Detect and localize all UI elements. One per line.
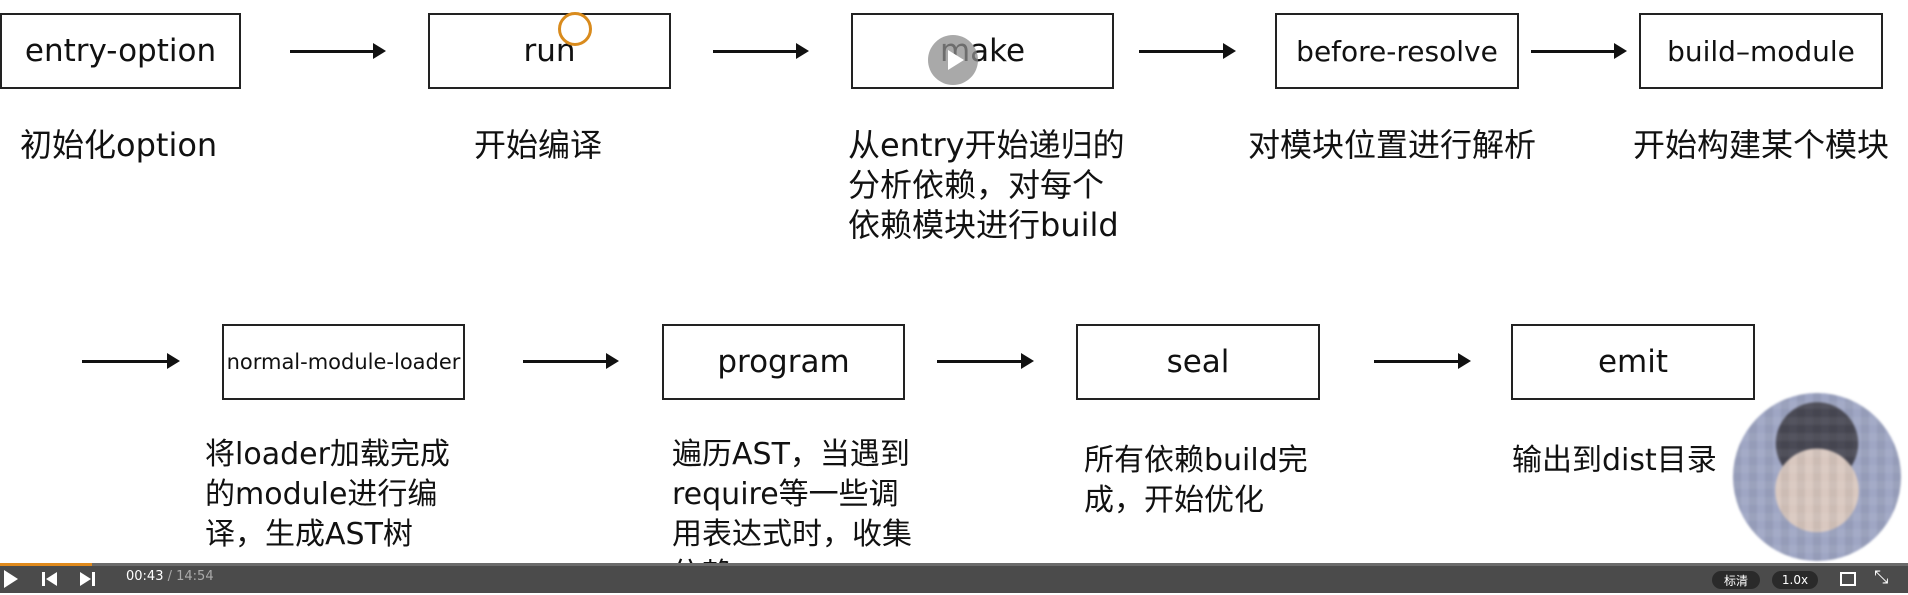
flow-arrow bbox=[523, 353, 619, 369]
flow-arrow bbox=[713, 43, 809, 59]
flow-box-normal-module-loader: normal-module-loader bbox=[222, 324, 465, 400]
speed-button[interactable]: 1.0x bbox=[1772, 571, 1818, 589]
play-icon[interactable] bbox=[4, 570, 18, 588]
cursor-highlight-ring bbox=[558, 12, 592, 46]
flow-arrow bbox=[937, 353, 1034, 369]
flow-box-seal: seal bbox=[1076, 324, 1320, 400]
flow-box-emit: emit bbox=[1511, 324, 1755, 400]
next-icon[interactable] bbox=[80, 570, 98, 588]
desc-program: 遍历AST，当遇到 require等一些调 用表达式时，收集 依赖 bbox=[672, 437, 912, 592]
flow-box-entry-option: entry-option bbox=[0, 13, 241, 89]
time-separator: / bbox=[163, 569, 177, 584]
flow-arrow bbox=[290, 43, 386, 59]
pip-icon[interactable] bbox=[1840, 572, 1856, 586]
desc-normal-module-loader: 将loader加载完成 的module进行编 译，生成AST树 bbox=[205, 437, 450, 552]
progress-bar[interactable] bbox=[0, 563, 1908, 566]
fullscreen-icon[interactable] bbox=[1874, 567, 1890, 588]
flow-arrow bbox=[82, 353, 180, 369]
flow-box-program: program bbox=[662, 324, 905, 400]
flow-arrow bbox=[1531, 43, 1627, 59]
desc-emit: 输出到dist目录 bbox=[1512, 443, 1717, 478]
quality-button[interactable]: 标清 bbox=[1712, 571, 1760, 589]
current-time: 00:43 bbox=[126, 569, 164, 584]
duration: 14:54 bbox=[176, 569, 214, 584]
flow-box-before-resolve: before-resolve bbox=[1275, 13, 1519, 89]
flow-arrow bbox=[1139, 43, 1236, 59]
desc-run: 开始编译 bbox=[474, 126, 603, 164]
prev-icon[interactable] bbox=[42, 570, 60, 588]
desc-entry-option: 初始化option bbox=[20, 126, 218, 164]
flow-box-make: make bbox=[851, 13, 1114, 89]
flow-arrow bbox=[1374, 353, 1471, 369]
play-overlay-icon[interactable] bbox=[928, 35, 978, 85]
flow-box-build-module: build–module bbox=[1639, 13, 1883, 89]
desc-build-module: 开始构建某个模块 bbox=[1633, 126, 1890, 164]
desc-seal: 所有依赖build完 成，开始优化 bbox=[1084, 443, 1308, 518]
video-control-bar bbox=[0, 563, 1908, 593]
desc-before-resolve: 对模块位置进行解析 bbox=[1248, 126, 1537, 164]
webcam-overlay bbox=[1733, 393, 1901, 561]
flow-box-run: run bbox=[428, 13, 671, 89]
time-display: 00:43 / 14:54 bbox=[126, 569, 214, 584]
desc-make: 从entry开始递归的 分析依赖，对每个 依赖模块进行build bbox=[848, 126, 1125, 244]
progress-fill bbox=[0, 563, 92, 566]
